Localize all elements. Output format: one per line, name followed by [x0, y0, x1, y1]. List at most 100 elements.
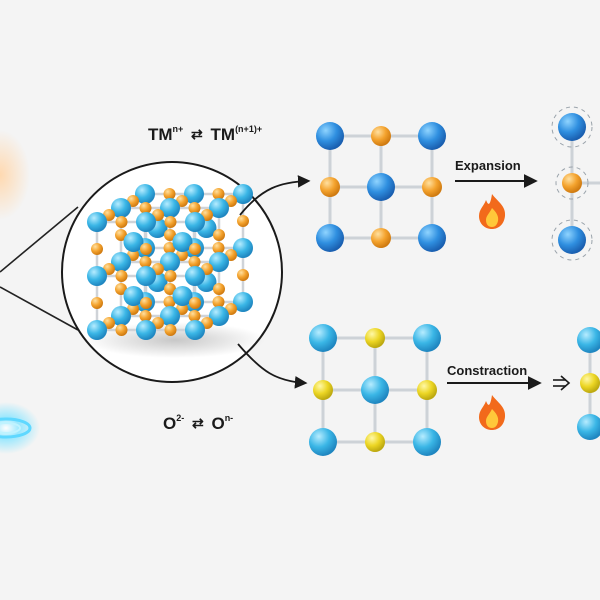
- tm-atom: [189, 243, 201, 255]
- tm-atom: [320, 177, 340, 197]
- tm-oxidation-right: (n+1)+: [235, 124, 263, 134]
- tm-atom: [163, 188, 176, 200]
- lattice-atom: [558, 113, 586, 141]
- tm-atom: [188, 256, 201, 268]
- cation-atom: [87, 320, 107, 340]
- lattice-atom: [577, 414, 600, 440]
- tm-atom: [139, 256, 152, 268]
- lattice-atom: [562, 173, 582, 193]
- cation-atom: [172, 286, 193, 306]
- tm-atom: [139, 202, 152, 214]
- tm-atom: [91, 243, 103, 255]
- corner-atom: [309, 428, 337, 456]
- tm-atom: [188, 310, 201, 322]
- oxygen-redox-equation: O2- ⇄ On-: [163, 413, 234, 434]
- tm-atom: [91, 297, 103, 309]
- tm-atom: [213, 283, 225, 295]
- tm-atom: [371, 126, 391, 146]
- tm-atom: [237, 269, 249, 281]
- tm-atom: [140, 243, 152, 255]
- cation-atom: [209, 306, 229, 326]
- tm-atom: [164, 229, 176, 241]
- cation-atom: [87, 266, 107, 286]
- cation-atom: [136, 320, 156, 340]
- cation-atom: [172, 232, 193, 252]
- tm-atom: [213, 229, 225, 241]
- cation-atom: [185, 212, 205, 232]
- vibration-ring: [555, 166, 589, 200]
- tm-atom: [115, 270, 128, 282]
- cation-atom: [111, 306, 131, 326]
- expansion-lattice: [316, 122, 446, 252]
- corner-atom: [413, 428, 441, 456]
- tm-atom: [163, 296, 176, 308]
- vibration-ring: [551, 219, 593, 261]
- cation-atom: [185, 266, 205, 286]
- corner-atom: [316, 224, 344, 252]
- tm-atom: [237, 215, 249, 227]
- tm-symbol-left: TM: [148, 125, 173, 144]
- cation-atom: [233, 292, 253, 312]
- tm-atom: [164, 283, 176, 295]
- o-atom: [365, 328, 385, 348]
- cation-atom: [123, 232, 144, 252]
- equilibrium-arrows-icon: ⇄: [191, 414, 204, 431]
- tm-atom: [140, 297, 152, 309]
- cation-atom: [87, 212, 107, 232]
- tm-atom: [422, 177, 442, 197]
- tm-atom: [139, 310, 152, 322]
- lattice-atom: [580, 373, 600, 393]
- o-oxidation-right: n-: [224, 413, 234, 423]
- cation-atom: [111, 198, 131, 218]
- o-symbol-left: O: [163, 414, 177, 433]
- o-oxidation-left: 2-: [176, 413, 185, 423]
- contracted-lattice-partial: [577, 327, 600, 440]
- flame-icon: [479, 194, 506, 229]
- cation-atom: [209, 198, 229, 218]
- cation-atom: [136, 212, 156, 232]
- tm-atom: [164, 270, 177, 282]
- tm-atom: [212, 242, 225, 254]
- cation-atom: [233, 238, 253, 258]
- cation-atom: [233, 184, 253, 204]
- blue-glow-ring: [0, 402, 40, 454]
- equilibrium-arrows-icon: ⇄: [191, 125, 203, 142]
- arrow-to-expansion-lattice: [239, 175, 311, 216]
- o-atom: [365, 432, 385, 452]
- cation-atom: [184, 184, 204, 204]
- o-atom: [313, 380, 333, 400]
- corner-atom: [309, 324, 337, 352]
- lattice-atom: [577, 327, 600, 353]
- cation-atom: [185, 320, 205, 340]
- cation-atom: [160, 198, 180, 218]
- warm-glow: [0, 130, 30, 220]
- crystal-cube: [87, 184, 253, 340]
- lattice-atom: [558, 226, 586, 254]
- tm-atom: [115, 324, 128, 336]
- zoom-line-top: [0, 206, 79, 273]
- corner-atom: [413, 324, 441, 352]
- zoom-line-bottom: [0, 286, 79, 331]
- tm-atom: [188, 202, 201, 214]
- o-atom: [417, 380, 437, 400]
- cation-atom: [135, 184, 155, 204]
- tm-atom: [164, 324, 177, 336]
- cation-atom: [136, 266, 156, 286]
- cation-atom: [160, 306, 180, 326]
- cation-atom: [123, 286, 144, 306]
- corner-atom: [316, 122, 344, 150]
- tm-atom: [189, 297, 201, 309]
- tm-atom: [164, 216, 177, 228]
- contraction-label: Constraction: [447, 363, 528, 378]
- tm-symbol-right: TM: [210, 125, 236, 144]
- arrow-to-contraction-lattice: [237, 343, 308, 389]
- center-atom: [367, 173, 395, 201]
- cation-atom: [111, 252, 131, 272]
- vibration-ring: [551, 106, 593, 148]
- tm-atom: [371, 228, 391, 248]
- expanded-lattice-partial: [551, 106, 600, 261]
- center-atom: [361, 376, 389, 404]
- tm-atom: [115, 216, 128, 228]
- corner-atom: [418, 122, 446, 150]
